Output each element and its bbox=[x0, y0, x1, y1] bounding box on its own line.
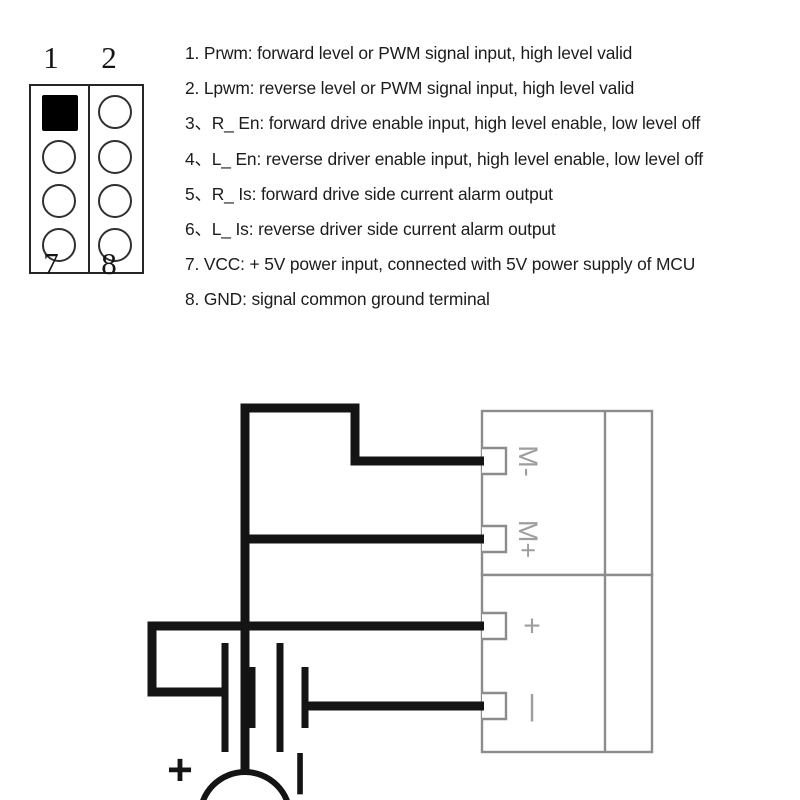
terminal-label-m-plus: M+ bbox=[513, 520, 543, 558]
pin-number-label-bottom-right: 8 bbox=[101, 246, 117, 281]
battery-circuit: + | bbox=[147, 621, 484, 796]
wiring-schematic: M- M+ + | M bbox=[147, 403, 654, 800]
terminal-label-power-plus: + bbox=[523, 610, 541, 643]
battery-polarity-plus: + bbox=[167, 746, 193, 795]
legend-item-4: 4、L_ En: reverse driver enable input, hi… bbox=[185, 148, 703, 169]
legend-item-8: 8. GND: signal common ground terminal bbox=[185, 289, 490, 310]
pinout-legend-section: 1 2 7 8 1. Prwm: forward level or PWM si… bbox=[0, 0, 800, 340]
legend-item-5: 5、R_ Is: forward drive side current alar… bbox=[185, 183, 553, 204]
wire-battery-plus-to-terminal bbox=[147, 621, 484, 697]
legend-item-6: 6、L_ Is: reverse driver side current ala… bbox=[185, 218, 556, 239]
pin-number-label-top-right: 2 bbox=[101, 40, 117, 75]
terminal-label-m-minus: M- bbox=[513, 445, 543, 476]
terminal-block: M- M+ + | bbox=[480, 409, 654, 754]
legend-item-1: 1. Prwm: forward level or PWM signal inp… bbox=[185, 43, 633, 63]
terminal-notch-m-plus bbox=[482, 524, 508, 554]
terminal-notch-m-minus bbox=[482, 446, 508, 476]
pin-number-label-bottom-left: 7 bbox=[43, 246, 59, 281]
legend-item-7: 7. VCC: + 5V power input, connected with… bbox=[185, 254, 696, 275]
pin-pad-8 bbox=[98, 228, 132, 262]
pin-pad-2 bbox=[98, 95, 132, 129]
terminal-notch-power-minus bbox=[482, 691, 508, 721]
pin-pad-7 bbox=[42, 228, 76, 262]
pin-header-diagram: 1 2 7 8 bbox=[22, 38, 154, 293]
pin-pad-3 bbox=[42, 140, 76, 174]
terminal-block-lower-body bbox=[480, 573, 654, 754]
motor-symbol bbox=[200, 769, 290, 800]
pin-number-label-top-left: 1 bbox=[43, 40, 59, 75]
wire-motor-to-m-plus bbox=[240, 534, 484, 800]
wiring-diagram-section: M- M+ + | M bbox=[0, 340, 800, 800]
pin-pad-6 bbox=[98, 184, 132, 218]
motor-circuit: M bbox=[200, 403, 484, 800]
battery-polarity-minus: | bbox=[294, 746, 306, 796]
pin-header-center-divider bbox=[88, 86, 90, 272]
pin-pad-5 bbox=[42, 184, 76, 218]
pin-header-body bbox=[29, 84, 144, 274]
legend-item-2: 2. Lpwm: reverse level or PWM signal inp… bbox=[185, 78, 635, 99]
pin-pad-1 bbox=[42, 95, 78, 131]
wire-motor-to-m-minus bbox=[240, 403, 484, 772]
terminal-notch-power-plus bbox=[482, 611, 508, 641]
terminal-block-upper-body bbox=[480, 409, 654, 577]
legend-item-3: 3、R_ En: forward drive enable input, hig… bbox=[185, 113, 701, 134]
terminal-label-power-minus: | bbox=[528, 690, 536, 723]
pin-description-list: 1. Prwm: forward level or PWM signal inp… bbox=[185, 36, 790, 318]
pin-pad-4 bbox=[98, 140, 132, 174]
